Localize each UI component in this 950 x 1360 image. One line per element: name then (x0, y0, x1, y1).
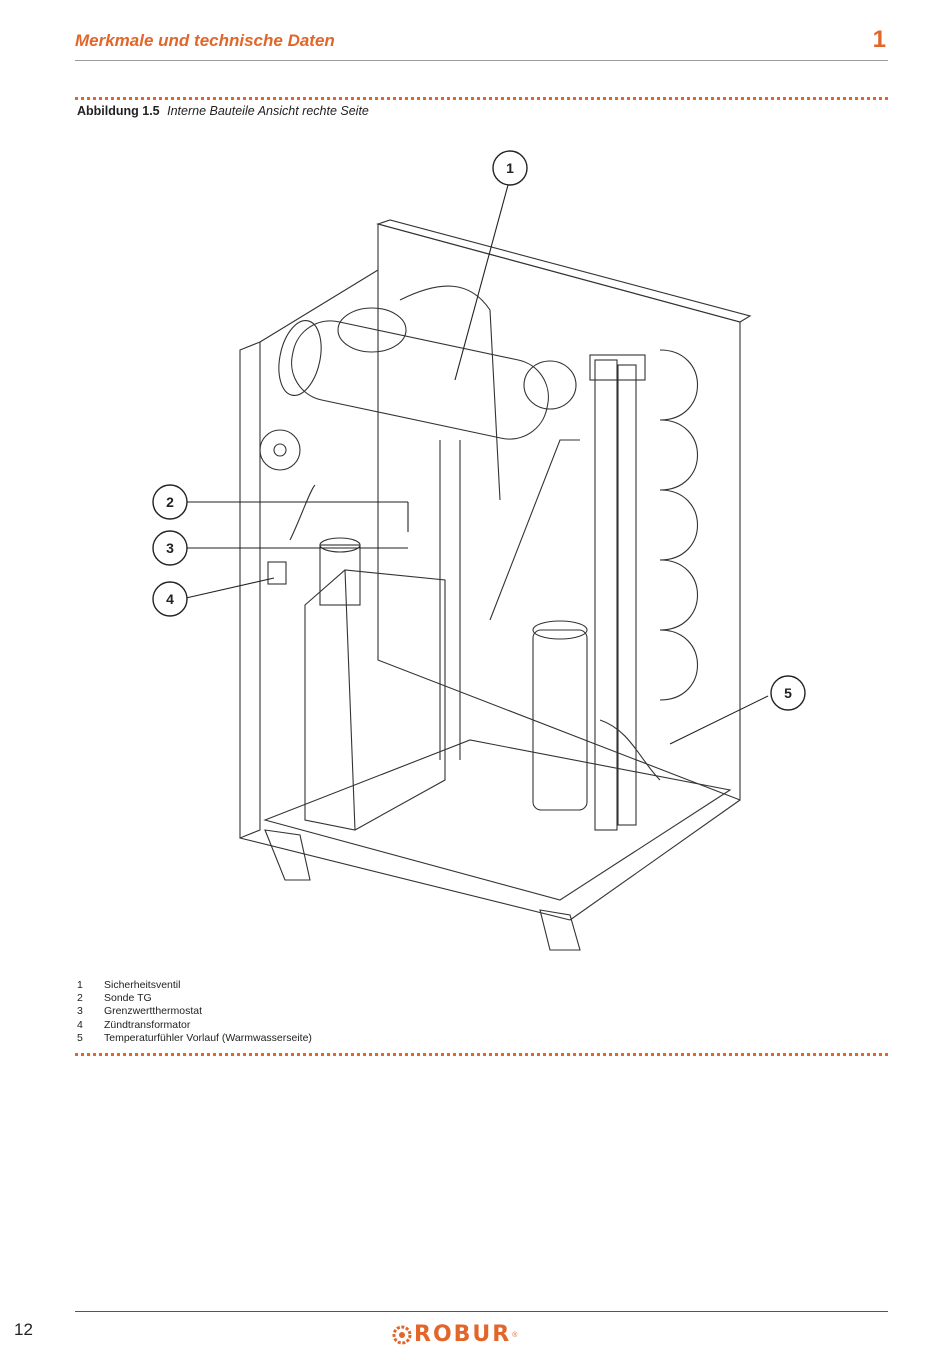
legend-item: 2 Sonde TG (77, 992, 312, 1005)
foot-left (264, 829, 311, 881)
legend-text: Grenzwertthermostat (104, 1005, 203, 1018)
chamber-edge (344, 569, 356, 831)
dotted-separator-top (75, 97, 888, 100)
base-floor (263, 739, 732, 901)
flue-stack-top (319, 537, 361, 553)
leader-line-5 (669, 695, 769, 745)
technical-drawing: 1 2 3 4 5 (152, 150, 806, 951)
column-top-box (589, 354, 646, 381)
pipe-vertical (439, 440, 461, 760)
robur-logo: ROBUR ® (392, 1324, 517, 1346)
flue-stack (319, 544, 361, 606)
chapter-number: 1 (872, 26, 886, 53)
legend-number: 4 (77, 1018, 83, 1031)
legend-text: Zündtransformator (104, 1018, 191, 1031)
fan-hub (273, 443, 287, 457)
callout-4: 4 (152, 581, 188, 617)
legend-text: Sonde TG (104, 992, 152, 1005)
legend-number: 5 (77, 1031, 83, 1044)
footer-rule (75, 1311, 888, 1312)
callout-1-label: 1 (506, 160, 514, 176)
callout-3-label: 3 (166, 540, 174, 556)
pipe-diagonal (489, 439, 580, 621)
pipe-lower (599, 719, 661, 781)
header-tank (291, 320, 549, 440)
callout-2: 2 (152, 484, 188, 520)
legend-number: 3 (77, 1005, 83, 1018)
pipe-upper (399, 285, 501, 501)
cable (289, 484, 316, 541)
column-b (617, 364, 637, 826)
registered-mark: ® (512, 1331, 518, 1339)
left-frame (239, 341, 261, 839)
frame-bottom-right (569, 799, 741, 921)
column-a (594, 359, 618, 831)
callout-5-label: 5 (784, 685, 792, 701)
header-tank-end (278, 320, 322, 396)
legend-item: 5 Temperaturfühler Vorlauf (Warmwasserse… (77, 1032, 312, 1045)
figure-legend: 1 Sicherheitsventil 2 Sonde TG 3 Grenzwe… (77, 979, 312, 1045)
figure-label: Abbildung 1.5 (77, 104, 160, 118)
frame-top-left (259, 269, 379, 343)
compressor-left (337, 307, 407, 353)
callout-1: 1 (492, 150, 528, 186)
legend-item: 4 Zündtransformator (77, 1019, 312, 1032)
rear-panel-edge (376, 219, 752, 323)
legend-item: 3 Grenzwertthermostat (77, 1005, 312, 1018)
foot-right (539, 909, 581, 951)
callout-5: 5 (770, 675, 806, 711)
separator-top (532, 620, 588, 640)
frame-bottom-front (239, 837, 571, 921)
callout-3: 3 (152, 530, 188, 566)
compressor-right (523, 360, 577, 410)
fan (259, 429, 301, 471)
figure-caption: Abbildung 1.5 Interne Bauteile Ansicht r… (77, 104, 369, 118)
dotted-separator-bottom (75, 1053, 888, 1056)
leader-line-4 (185, 577, 275, 599)
robur-logo-icon (392, 1325, 412, 1345)
section-title: Merkmale und technische Daten (75, 31, 335, 50)
combustion-chamber (304, 569, 446, 831)
robur-logo-text: ROBUR (414, 1322, 512, 1347)
separator-cylinder (532, 629, 588, 811)
legend-number: 1 (77, 979, 83, 991)
legend-item: 1 Sicherheitsventil (77, 979, 312, 992)
callout-2-label: 2 (166, 494, 174, 510)
page-number: 12 (14, 1320, 33, 1339)
callout-4-label: 4 (166, 591, 174, 607)
legend-number: 2 (77, 992, 83, 1005)
leader-line-1 (454, 184, 509, 381)
ignition-transformer (267, 561, 287, 585)
figure-caption-text: Interne Bauteile Ansicht rechte Seite (167, 104, 369, 118)
legend-text: Sicherheitsventil (104, 979, 181, 991)
rear-panel (377, 223, 741, 801)
coil-pipes (659, 349, 699, 701)
header-rule (75, 60, 888, 61)
legend-text: Temperaturfühler Vorlauf (Warmwasserseit… (104, 1031, 312, 1044)
